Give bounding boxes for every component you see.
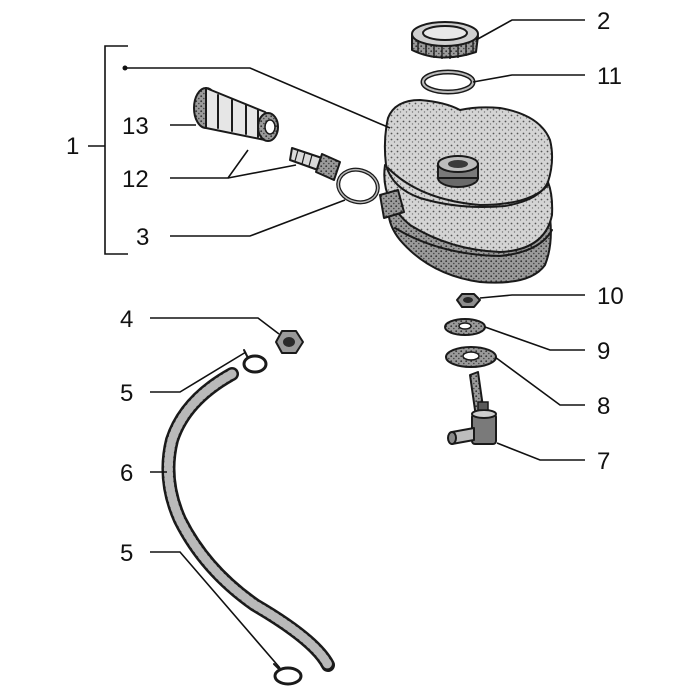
callout-10: 10 bbox=[597, 283, 624, 310]
fuel-tank bbox=[379, 99, 554, 284]
washer-lower bbox=[445, 346, 497, 368]
callout-13: 13 bbox=[122, 113, 149, 140]
washer-upper bbox=[444, 318, 486, 336]
callout-9: 9 bbox=[597, 338, 610, 365]
fitting-gasket bbox=[336, 167, 380, 205]
callout-11: 11 bbox=[597, 63, 622, 90]
fuel-tap bbox=[447, 371, 497, 445]
callout-2: 2 bbox=[597, 8, 610, 35]
callout-6: 6 bbox=[120, 460, 133, 487]
fuel-fitting bbox=[289, 147, 341, 181]
fuel-filter bbox=[193, 87, 279, 142]
callout-5-bottom: 5 bbox=[120, 540, 133, 567]
tap-nut bbox=[456, 293, 481, 308]
cap-gasket bbox=[420, 69, 476, 95]
callout-labels: 1 2 11 13 12 3 10 9 8 7 4 5 6 5 bbox=[66, 8, 624, 567]
hose-clip-bottom bbox=[273, 663, 303, 686]
callout-1: 1 bbox=[66, 133, 79, 160]
hose-nut bbox=[275, 330, 304, 354]
fuel-hose bbox=[161, 367, 335, 672]
callout-5-top: 5 bbox=[120, 380, 133, 407]
tank-cap bbox=[411, 21, 479, 59]
callout-4: 4 bbox=[120, 306, 133, 333]
callout-8: 8 bbox=[597, 393, 610, 420]
callout-12: 12 bbox=[122, 166, 149, 193]
hose-clip-top bbox=[242, 349, 268, 374]
callout-7: 7 bbox=[597, 448, 610, 475]
leader-lines bbox=[122, 19, 585, 669]
assembly-bracket bbox=[88, 45, 128, 255]
callout-3: 3 bbox=[136, 224, 149, 251]
